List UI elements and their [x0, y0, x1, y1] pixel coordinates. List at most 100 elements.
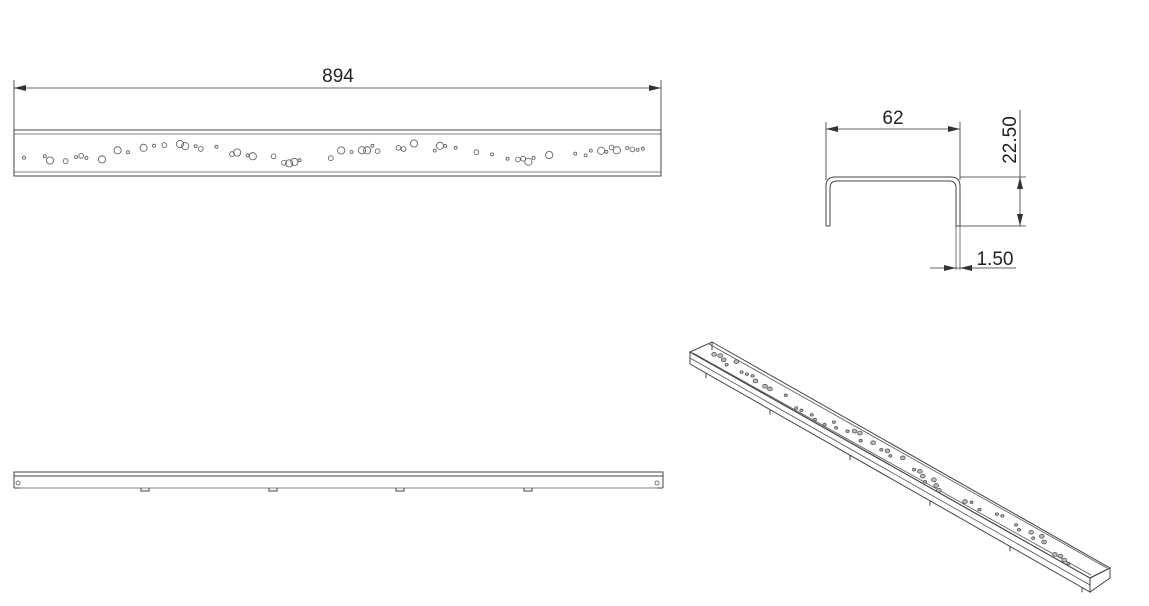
isometric-view — [688, 341, 1112, 593]
grate-hole — [888, 454, 893, 458]
grate-hole — [799, 408, 804, 412]
grate-hole — [629, 146, 636, 153]
grate-hole — [281, 160, 287, 166]
length-dimension-value: 894 — [322, 66, 354, 87]
mounting-tab — [395, 488, 405, 492]
grate-hole — [931, 477, 937, 482]
grate-hole — [1000, 514, 1005, 518]
grate-hole — [851, 428, 858, 434]
grate-hole — [198, 146, 204, 152]
grate-hole — [520, 155, 526, 162]
mounting-tab — [523, 488, 533, 492]
grate-hole — [1052, 552, 1058, 557]
grate-hole — [229, 151, 235, 157]
side-end-hole-right — [654, 480, 660, 486]
grate-hole — [1039, 534, 1045, 539]
grate-hole — [400, 146, 407, 152]
grate-hole — [395, 145, 402, 151]
grate-hole — [762, 384, 768, 389]
grate-hole — [717, 353, 723, 358]
grate-hole — [900, 455, 906, 461]
grate-hole — [374, 148, 381, 155]
grate-hole — [969, 500, 974, 504]
grate-hole — [46, 156, 55, 165]
grate-hole — [161, 142, 168, 148]
grate-hole — [270, 153, 277, 160]
grate-hole — [515, 156, 521, 163]
length-dimension: 894 — [13, 66, 662, 130]
side-view — [13, 471, 664, 492]
grate-hole — [588, 148, 593, 153]
grate-hole — [181, 142, 190, 151]
iso-side-face — [689, 351, 1091, 593]
grate-hole — [917, 468, 923, 474]
grate-hole — [78, 153, 84, 159]
grate-hole — [783, 393, 788, 397]
grate-hole — [936, 488, 942, 493]
grate-hole — [233, 148, 242, 157]
grate-hole — [290, 157, 299, 166]
grate-hole — [113, 146, 122, 155]
grate-hole — [297, 158, 302, 163]
thickness-dimension-value: 1.50 — [977, 249, 1014, 270]
grate-hole — [22, 155, 26, 160]
grate-hole — [834, 426, 839, 430]
grate-hole — [357, 146, 366, 155]
grate-hole — [1014, 523, 1019, 527]
profile-inner — [829, 180, 957, 226]
top-view-hole-pattern — [22, 139, 645, 168]
grate-hole — [739, 370, 744, 374]
grate-hole — [583, 153, 588, 158]
grate-hole — [349, 150, 354, 154]
grate-hole — [794, 406, 799, 410]
height-dimension: 22.50 — [960, 110, 1026, 227]
grate-hole — [62, 158, 69, 164]
grate-side-outline — [13, 471, 664, 477]
grate-hole — [625, 146, 630, 150]
grate-hole — [994, 512, 999, 516]
grate-hole — [432, 148, 437, 153]
grate-hole — [733, 359, 740, 364]
grate-hole — [573, 151, 578, 156]
grate-hole — [490, 152, 494, 157]
grate-hole — [443, 143, 448, 148]
grate-hole — [531, 155, 536, 160]
grate-hole — [126, 150, 130, 155]
grate-hole — [977, 507, 982, 512]
grate-hole — [711, 352, 717, 357]
grate-hole — [435, 141, 444, 150]
mounting-tab — [268, 488, 278, 492]
grate-hole — [822, 423, 827, 427]
grate-hole — [545, 150, 554, 159]
grate-hole — [1061, 557, 1068, 563]
grate-hole — [720, 357, 727, 363]
grate-hole — [857, 430, 863, 436]
iso-hole-pattern — [711, 352, 1071, 566]
grate-hole — [752, 378, 759, 384]
grate-top-outline — [13, 129, 662, 177]
grate-hole — [640, 146, 645, 151]
grate-hole — [214, 144, 219, 149]
grate-hole — [604, 149, 609, 154]
grate-hole — [635, 147, 640, 152]
grate-hole — [933, 483, 939, 488]
grate-hole — [923, 480, 928, 484]
grate-hole — [409, 139, 418, 148]
grate-hole — [1041, 539, 1047, 545]
iso-end-face — [1089, 567, 1111, 593]
grate-hole — [1031, 536, 1036, 540]
grate-hole — [453, 145, 458, 150]
grate-hole — [524, 157, 533, 166]
grate-hole — [363, 146, 372, 155]
grate-hole — [1028, 529, 1034, 535]
grate-hole — [42, 154, 47, 159]
grate-hole — [473, 149, 480, 156]
grate-hole — [809, 413, 814, 417]
grate-hole — [767, 386, 773, 392]
grate-hole — [1057, 553, 1064, 559]
cross-section-view: 62 22.50 1.50 — [825, 108, 1026, 271]
width-dimension: 62 — [825, 108, 961, 180]
height-dimension-value: 22.50 — [1000, 116, 1021, 164]
grate-hole — [724, 363, 729, 367]
